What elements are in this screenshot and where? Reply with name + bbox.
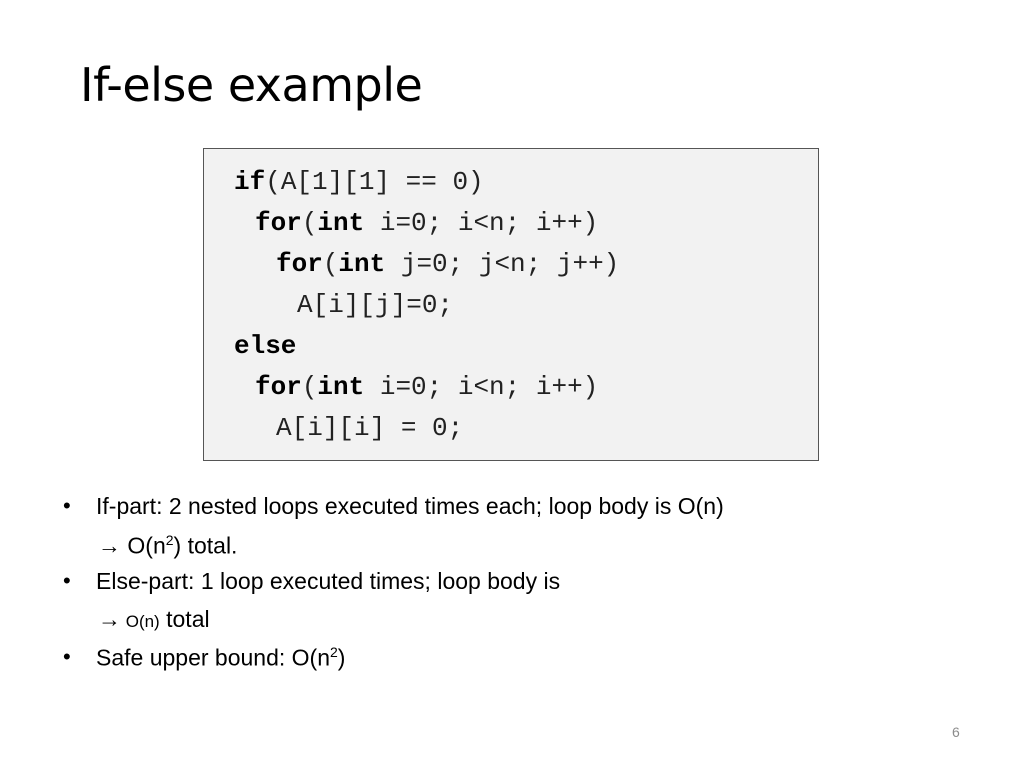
code-keyword: for — [255, 208, 302, 238]
code-line-7: A[i][i] = 0; — [276, 413, 463, 443]
code-text: i=0; i<n; i++) — [364, 208, 599, 238]
bullet-1-line-1: If-part: 2 nested loops executed times e… — [96, 493, 724, 519]
code-text: i=0; i<n; i++) — [364, 372, 599, 402]
arrow-icon: → — [98, 606, 121, 632]
bullet-text: ) — [337, 644, 346, 671]
superscript: 2 — [165, 532, 174, 548]
code-text: ( — [322, 249, 339, 279]
bullet-text: ) total. — [173, 532, 238, 559]
code-keyword: for — [276, 249, 323, 279]
code-keyword: if — [234, 167, 266, 197]
code-keyword: int — [317, 208, 365, 238]
bullet-text: Safe upper bound: O(n — [96, 644, 330, 671]
bullet-text: total — [159, 606, 210, 632]
code-line-3: for(int j=0; j<n; j++) — [276, 249, 619, 279]
superscript: 2 — [330, 644, 338, 660]
page-number: 6 — [952, 724, 960, 740]
code-keyword: int — [317, 372, 365, 402]
code-line-2: for(int i=0; i<n; i++) — [255, 208, 598, 238]
code-line-6: for(int i=0; i<n; i++) — [255, 372, 598, 402]
code-text: (A[1][1] == 0) — [265, 167, 484, 197]
bullet-2-line-2: → O(n) total — [98, 606, 210, 633]
bullet-marker: • — [63, 493, 71, 518]
code-line-4: A[i][j]=0; — [297, 290, 453, 320]
code-line-5: else — [234, 331, 296, 361]
bullet-marker: • — [63, 644, 71, 669]
code-keyword: int — [338, 249, 386, 279]
slide-title: If-else example — [80, 58, 423, 112]
code-text: A[i][j]=0; — [297, 290, 454, 320]
bullet-1-line-2: → O(n2) total. — [98, 532, 237, 560]
code-block: if(A[1][1] == 0) for(int i=0; i<n; i++) … — [203, 148, 819, 461]
code-text: ( — [301, 208, 318, 238]
bullet-2-line-1: Else-part: 1 loop executed times; loop b… — [96, 568, 561, 594]
code-text: ( — [301, 372, 318, 402]
bullet-text: O(n — [121, 532, 166, 559]
bullet-3-line-1: Safe upper bound: O(n2) — [96, 644, 345, 672]
arrow-icon: → — [98, 532, 121, 559]
code-keyword: for — [255, 372, 302, 402]
bullet-marker: • — [63, 568, 71, 593]
code-keyword: else — [234, 331, 297, 361]
code-text: j=0; j<n; j++) — [385, 249, 620, 279]
code-text: A[i][i] = 0; — [276, 413, 464, 443]
code-line-1: if(A[1][1] == 0) — [234, 167, 484, 197]
bullet-text-small: O(n) — [121, 612, 160, 631]
